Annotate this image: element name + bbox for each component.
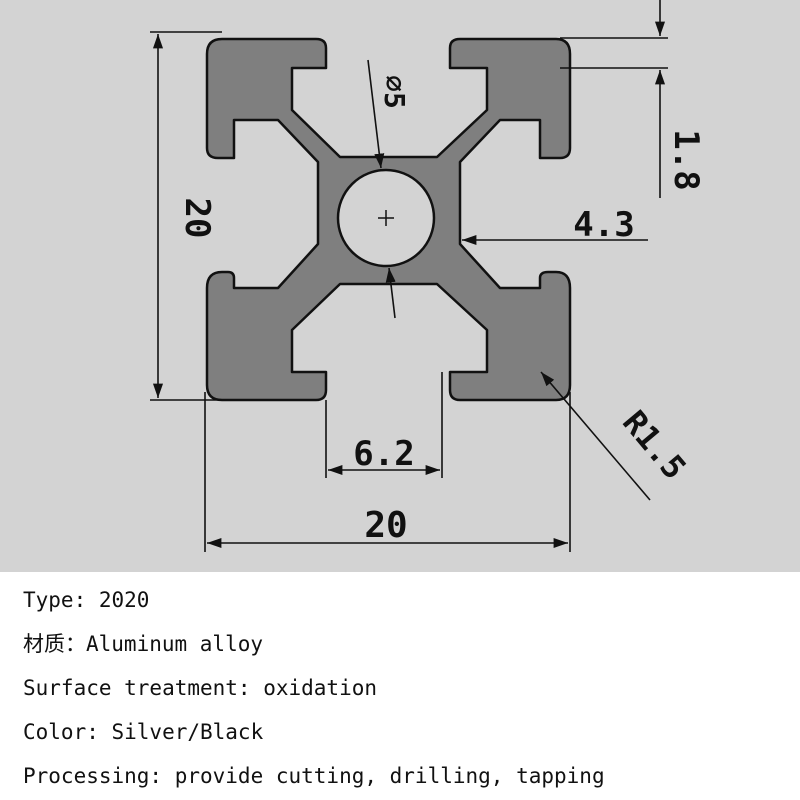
- bore-center-mark: [378, 210, 394, 226]
- dim-wall-thickness-label: 1.8: [666, 129, 706, 190]
- drawing-background: [0, 0, 800, 572]
- dim-height-label: 20: [177, 198, 217, 239]
- spec-color: Color: Silver/Black: [23, 720, 264, 744]
- spec-processing: Processing: provide cutting, drilling, t…: [23, 764, 605, 788]
- spec-material: 材质：Aluminum alloy: [23, 632, 264, 656]
- dim-width-label: 20: [364, 505, 407, 546]
- spec-type: Type: 2020: [23, 588, 150, 612]
- spec-surface-treatment: Surface treatment: oxidation: [23, 676, 378, 700]
- dimension-lines: [150, 0, 668, 552]
- spec-list: Type: 2020 材质：Aluminum alloy Surface tre…: [23, 578, 793, 798]
- profile-section: [205, 37, 572, 402]
- dim-web-thickness-label: 4.3: [573, 205, 634, 245]
- profile-drawing: 20 20 6.2 4.3 1.8 ⌀5 R1.5: [0, 0, 800, 572]
- dim-slot-width-label: 6.2: [353, 434, 414, 474]
- dim-bore-diameter-label: ⌀5: [378, 75, 411, 109]
